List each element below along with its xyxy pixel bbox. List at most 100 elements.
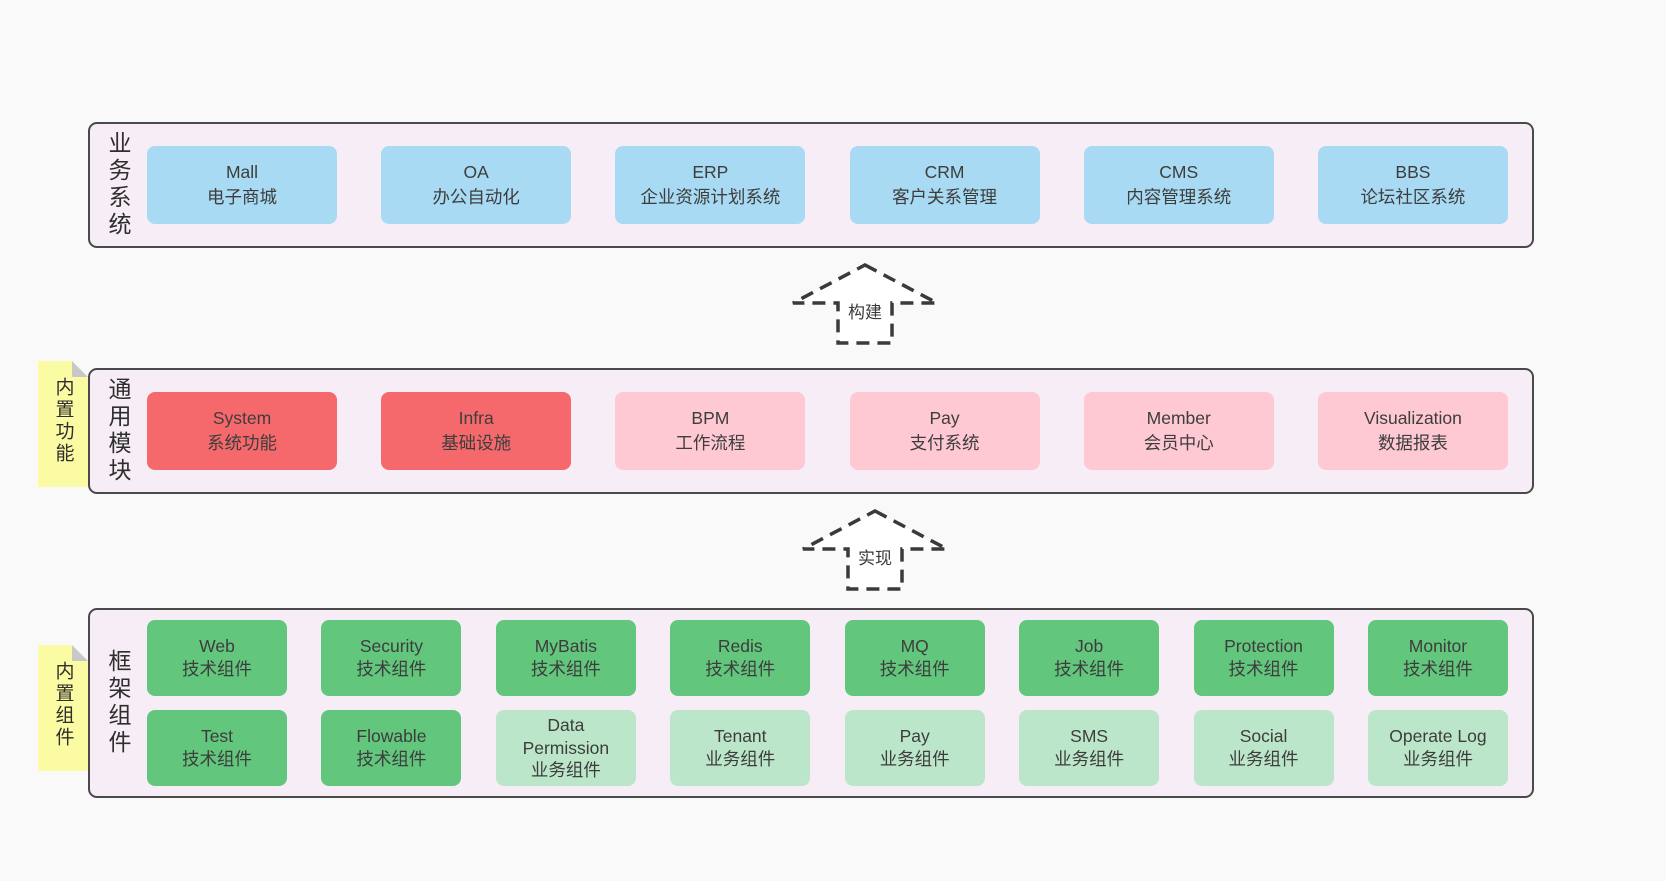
box-flowable-title: Flowable: [356, 726, 427, 747]
box-web-subtitle: 技术组件: [182, 659, 252, 679]
sticky-fold-icon: [72, 645, 88, 661]
box-web: Web 技术组件: [147, 620, 287, 696]
box-pay-module: Pay 支付系统: [849, 392, 1040, 470]
box-data-permission-title: Data Permission: [522, 714, 610, 758]
build-arrow: 构建: [790, 262, 940, 346]
box-member: Member 会员中心: [1083, 392, 1274, 470]
box-protection: Protection 技术组件: [1193, 620, 1334, 696]
box-web-title: Web: [199, 636, 235, 657]
box-social-title: Social: [1239, 726, 1288, 747]
box-protection-subtitle: 技术组件: [1228, 659, 1299, 679]
box-tenant-title: Tenant: [713, 726, 767, 747]
box-monitor-title: Monitor: [1408, 636, 1468, 657]
box-data-permission: Data Permission 业务组件: [495, 710, 636, 786]
box-system-title: System: [212, 408, 272, 429]
box-bbs: BBS 论坛社区系统: [1317, 146, 1508, 224]
box-crm-subtitle: 客户关系管理: [892, 187, 998, 207]
box-bbs-title: BBS: [1395, 162, 1431, 183]
box-infra-subtitle: 基础设施: [441, 433, 512, 453]
box-sms-subtitle: 业务组件: [1054, 749, 1125, 769]
box-oa: OA 办公自动化: [381, 146, 572, 224]
builtin-features-sticky-label: 内置功能: [52, 377, 74, 465]
box-visualization-title: Visualization: [1363, 408, 1462, 429]
box-job-subtitle: 技术组件: [1054, 659, 1125, 679]
box-mq-subtitle: 技术组件: [879, 659, 950, 679]
box-crm: CRM 客户关系管理: [849, 146, 1040, 224]
box-tenant-subtitle: 业务组件: [705, 749, 776, 769]
box-member-subtitle: 会员中心: [1143, 433, 1214, 453]
box-pay-component: Pay 业务组件: [844, 710, 985, 786]
box-security: Security 技术组件: [321, 620, 462, 696]
box-mall: Mall 电子商城: [147, 146, 337, 224]
box-flowable-subtitle: 技术组件: [356, 749, 427, 769]
box-operate-log-subtitle: 业务组件: [1402, 749, 1473, 769]
box-system: System 系统功能: [147, 392, 337, 470]
builtin-features-sticky: 内置功能: [38, 361, 88, 487]
build-arrow-label: 构建: [848, 303, 882, 322]
box-protection-title: Protection: [1224, 636, 1303, 657]
box-operate-log-title: Operate Log: [1389, 726, 1487, 747]
common-modules-label: 通用模块: [105, 377, 131, 485]
common-modules-panel: 通用模块 System 系统功能 Infra 基础设施 BPM 工作流程 Pay…: [88, 368, 1534, 494]
components-row-1: Web 技术组件 Security 技术组件 MyBatis 技术组件 Redi…: [147, 620, 1508, 696]
box-visualization: Visualization 数据报表: [1317, 392, 1508, 470]
box-security-title: Security: [359, 636, 424, 657]
box-mq-title: MQ: [900, 636, 929, 657]
box-mybatis: MyBatis 技术组件: [495, 620, 636, 696]
up-arrow-icon: [792, 263, 938, 345]
business-systems-panel: 业务系统 Mall 电子商城 OA 办公自动化 ERP 企业资源计划系统 CRM…: [88, 122, 1534, 248]
box-infra: Infra 基础设施: [381, 392, 572, 470]
box-erp-title: ERP: [692, 162, 729, 183]
box-security-subtitle: 技术组件: [356, 659, 427, 679]
box-job: Job 技术组件: [1019, 620, 1160, 696]
box-oa-subtitle: 办公自动化: [432, 187, 520, 207]
box-visualization-subtitle: 数据报表: [1377, 433, 1448, 453]
box-operate-log: Operate Log 业务组件: [1367, 710, 1508, 786]
box-mybatis-title: MyBatis: [534, 636, 597, 657]
implement-arrow: 实现: [800, 508, 950, 592]
box-bpm: BPM 工作流程: [615, 392, 806, 470]
box-test-subtitle: 技术组件: [182, 749, 252, 769]
box-job-title: Job: [1075, 636, 1104, 657]
box-pay-component-subtitle: 业务组件: [879, 749, 950, 769]
box-redis-subtitle: 技术组件: [705, 659, 776, 679]
framework-components-label: 框架组件: [105, 649, 131, 757]
business-systems-label: 业务系统: [105, 131, 131, 239]
up-arrow-icon: [802, 509, 948, 591]
box-pay-module-subtitle: 支付系统: [909, 433, 980, 453]
box-social-subtitle: 业务组件: [1228, 749, 1299, 769]
business-systems-body: Mall 电子商城 OA 办公自动化 ERP 企业资源计划系统 CRM 客户关系…: [139, 146, 1532, 224]
box-bbs-subtitle: 论坛社区系统: [1360, 187, 1466, 207]
box-pay-component-title: Pay: [899, 726, 930, 747]
box-member-title: Member: [1146, 408, 1211, 429]
box-oa-title: OA: [463, 162, 489, 183]
box-system-subtitle: 系统功能: [207, 433, 277, 453]
box-sms-title: SMS: [1070, 726, 1109, 747]
box-mybatis-subtitle: 技术组件: [530, 659, 601, 679]
box-cms-subtitle: 内容管理系统: [1126, 187, 1232, 207]
box-crm-title: CRM: [924, 162, 965, 183]
box-test-title: Test: [200, 726, 234, 747]
box-bpm-subtitle: 工作流程: [675, 433, 746, 453]
box-monitor: Monitor 技术组件: [1367, 620, 1508, 696]
box-cms: CMS 内容管理系统: [1083, 146, 1274, 224]
box-erp-subtitle: 企业资源计划系统: [640, 187, 781, 207]
box-cms-title: CMS: [1159, 162, 1199, 183]
box-redis-title: Redis: [717, 636, 763, 657]
box-tenant: Tenant 业务组件: [670, 710, 811, 786]
box-mq: MQ 技术组件: [844, 620, 985, 696]
builtin-components-sticky-label: 内置组件: [52, 661, 74, 749]
box-test: Test 技术组件: [147, 710, 287, 786]
box-redis: Redis 技术组件: [670, 620, 811, 696]
box-data-permission-subtitle: 业务组件: [530, 760, 601, 781]
framework-components-panel: 框架组件 Web 技术组件 Security 技术组件 MyBatis 技术组件…: [88, 608, 1534, 798]
box-social: Social 业务组件: [1193, 710, 1334, 786]
sticky-fold-icon: [72, 361, 88, 377]
box-mall-subtitle: 电子商城: [207, 187, 277, 207]
common-modules-body: System 系统功能 Infra 基础设施 BPM 工作流程 Pay 支付系统…: [139, 392, 1532, 470]
implement-arrow-label: 实现: [858, 549, 892, 568]
box-infra-title: Infra: [458, 408, 494, 429]
box-erp: ERP 企业资源计划系统: [615, 146, 806, 224]
box-monitor-subtitle: 技术组件: [1402, 659, 1473, 679]
